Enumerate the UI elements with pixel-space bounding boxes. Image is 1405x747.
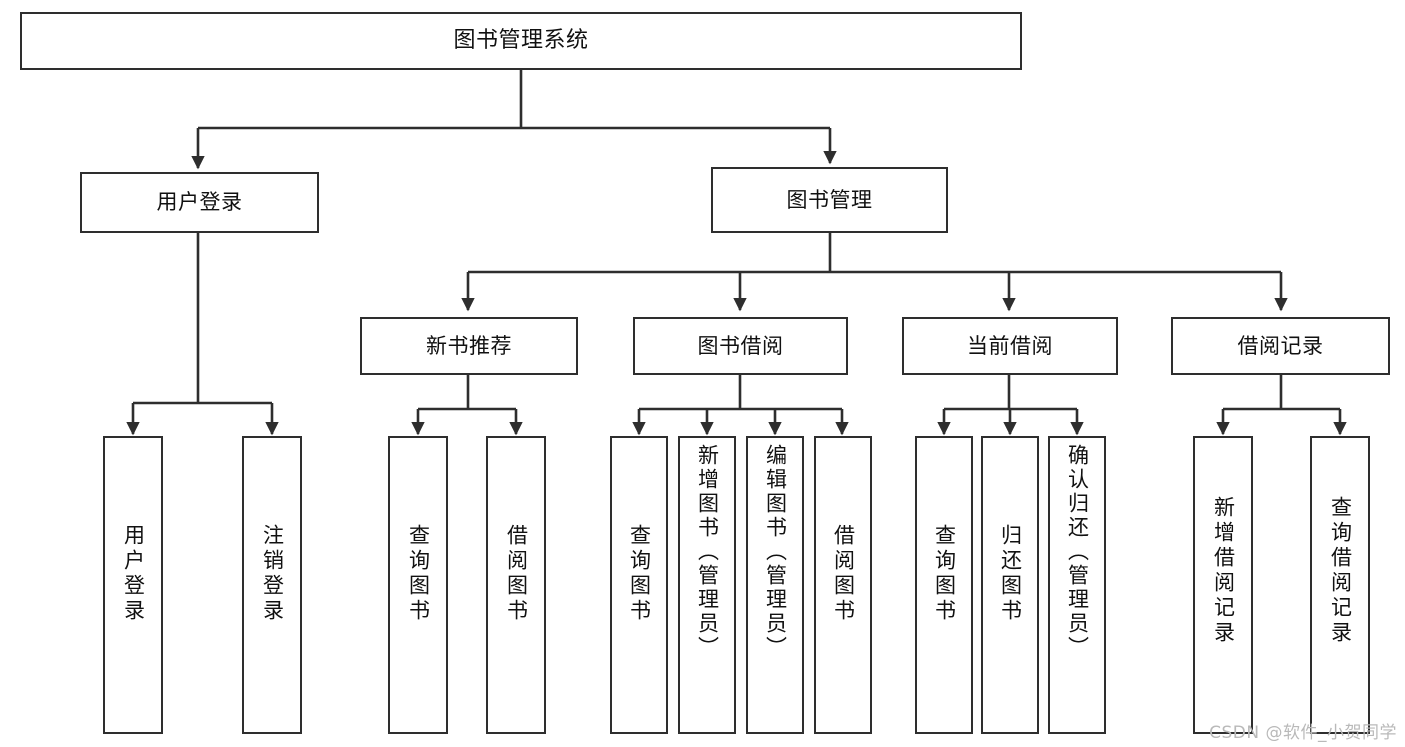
leaf-query-book-1[interactable]: 查询图书 <box>388 436 448 734</box>
leaf-add-book[interactable]: 新增图书（管理员） <box>678 436 736 734</box>
node-label: 图书借阅 <box>697 333 784 358</box>
node-label: 当前借阅 <box>967 333 1053 358</box>
leaf-edit-book[interactable]: 编辑图书（管理员） <box>746 436 804 734</box>
leaf-borrow-book-1[interactable]: 借阅图书 <box>486 436 546 734</box>
leaf-return-book[interactable]: 归还图书 <box>981 436 1039 734</box>
leaf-query-book-2[interactable]: 查询图书 <box>610 436 668 734</box>
csdn-watermark: CSDN @软件_小贺同学 <box>1209 723 1397 743</box>
node-label: 图书管理 <box>786 187 873 212</box>
node-label: 借阅图书 <box>504 524 529 624</box>
node-current-borrow[interactable]: 当前借阅 <box>902 317 1118 375</box>
node-label: 用户登录 <box>121 524 146 624</box>
node-book-borrow[interactable]: 图书借阅 <box>633 317 848 375</box>
leaf-borrow-book-2[interactable]: 借阅图书 <box>814 436 872 734</box>
node-label: 归还图书 <box>998 524 1023 624</box>
node-label: 查询图书 <box>406 524 431 624</box>
leaf-query-record[interactable]: 查询借阅记录 <box>1310 436 1370 734</box>
node-label: 借阅图书 <box>831 524 856 624</box>
leaf-add-record[interactable]: 新增借阅记录 <box>1193 436 1253 734</box>
node-label: 图书管理系统 <box>453 28 589 54</box>
node-book-manage[interactable]: 图书管理 <box>711 167 948 233</box>
leaf-user-login[interactable]: 用户登录 <box>103 436 163 734</box>
node-label: 查询借阅记录 <box>1328 496 1353 646</box>
leaf-confirm-return[interactable]: 确认归还（管理员） <box>1048 436 1106 734</box>
node-label: 新增借阅记录 <box>1211 496 1236 646</box>
node-label: 借阅记录 <box>1237 333 1324 358</box>
leaf-query-book-3[interactable]: 查询图书 <box>915 436 973 734</box>
node-label: 用户登录 <box>156 190 243 215</box>
node-label: 注销登录 <box>260 524 285 624</box>
node-root-book-management-system[interactable]: 图书管理系统 <box>20 12 1022 70</box>
node-label: 查询图书 <box>627 524 652 624</box>
node-label: 编辑图书（管理员） <box>763 444 788 660</box>
node-borrow-record[interactable]: 借阅记录 <box>1171 317 1390 375</box>
leaf-logout[interactable]: 注销登录 <box>242 436 302 734</box>
node-user-login[interactable]: 用户登录 <box>80 172 319 233</box>
node-label: 查询图书 <box>932 524 957 624</box>
node-new-book-recommend[interactable]: 新书推荐 <box>360 317 578 375</box>
node-label: 新增图书（管理员） <box>695 444 720 660</box>
node-label: 确认归还（管理员） <box>1065 444 1090 660</box>
node-label: 新书推荐 <box>426 333 512 358</box>
